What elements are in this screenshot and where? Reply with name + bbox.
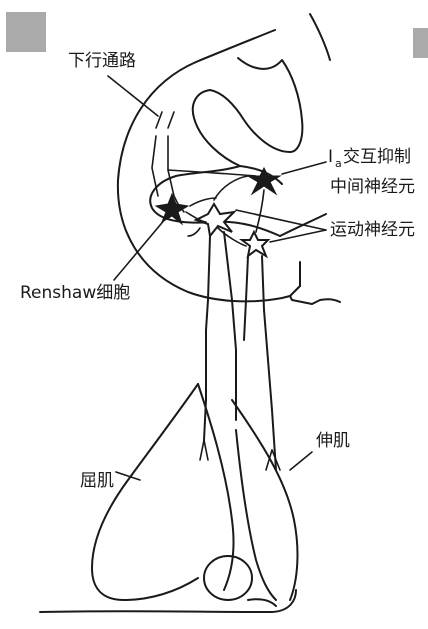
label-ia-interneuron-line1: 交互抑制 xyxy=(343,147,411,167)
limb-muscles xyxy=(40,384,297,612)
corner-box-right xyxy=(413,28,428,58)
label-ia-subscript: a xyxy=(335,157,342,170)
corner-box-left xyxy=(6,12,46,52)
label-ia-interneuron-line2: 中间神经元 xyxy=(330,177,415,197)
motor-axons xyxy=(200,232,280,470)
pointer-lines xyxy=(108,76,326,480)
motor-neuron-lower xyxy=(242,232,268,256)
label-renshaw-cell: Renshaw细胞 xyxy=(20,283,130,303)
label-extensor: 伸肌 xyxy=(316,431,350,451)
label-flexor: 屈肌 xyxy=(80,471,114,491)
label-motor-neuron: 运动神经元 xyxy=(330,220,415,240)
label-descending-pathway: 下行通路 xyxy=(68,51,136,71)
label-ia-prefix: I xyxy=(328,147,333,167)
descending-pathway xyxy=(152,112,256,212)
